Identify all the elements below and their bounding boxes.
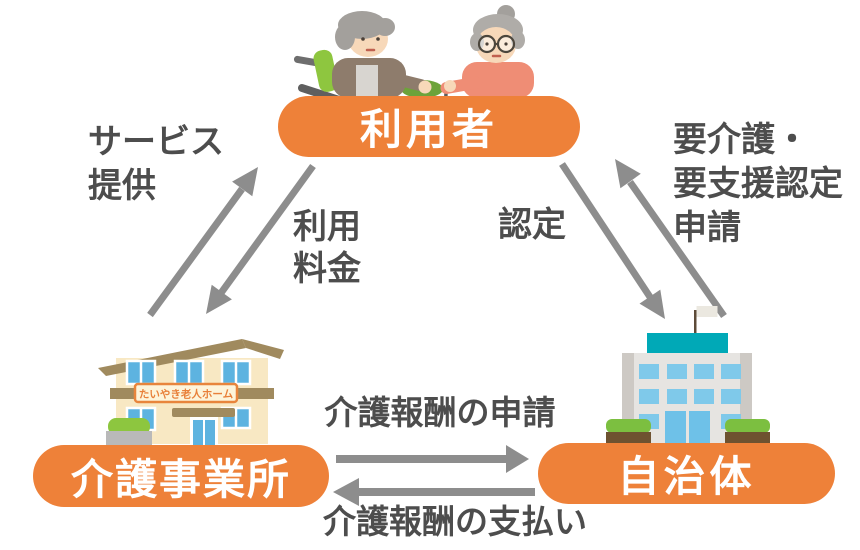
node-user: 利用者 xyxy=(278,96,580,157)
label-certification: 認定 xyxy=(498,205,566,245)
hedge-icon xyxy=(606,419,770,443)
facility-sign-text: たいやき老人ホーム xyxy=(139,388,234,401)
arrow-usage-fee xyxy=(206,163,316,314)
label-service-provision: サービス 提供 xyxy=(88,122,224,206)
flag-icon xyxy=(694,306,718,335)
government-building-illustration xyxy=(606,306,770,443)
label-care-fee-application: 介護報酬の申請 xyxy=(324,393,556,432)
node-user-label: 利用者 xyxy=(359,105,498,154)
wheelchair-person xyxy=(332,11,432,98)
facility-sign: たいやき老人ホーム xyxy=(133,382,239,404)
node-municipality-label: 自治体 xyxy=(617,452,756,501)
node-care-provider: 介護事業所 xyxy=(33,445,329,507)
label-care-fee-payment: 介護報酬の支払い xyxy=(323,502,587,541)
arrow-care-fee-payment xyxy=(333,478,535,506)
care-facility-building-illustration: たいやき老人ホーム xyxy=(98,339,284,446)
node-municipality: 自治体 xyxy=(538,443,835,504)
arrow-certification-application xyxy=(559,162,665,319)
label-certification-application: 要介護・ 要支援認定 申請 xyxy=(673,120,843,248)
door-icon xyxy=(172,408,235,446)
arrow-care-fee-application xyxy=(336,445,529,473)
label-usage-fee: 利用 料金 xyxy=(293,207,361,289)
bush-icon xyxy=(106,418,152,445)
arrow-service-provision xyxy=(147,167,258,318)
door-icon xyxy=(665,411,710,443)
arrow-certification xyxy=(615,159,727,319)
elderly-couple-illustration xyxy=(293,5,534,98)
cane-person xyxy=(440,5,534,98)
node-care-provider-label: 介護事業所 xyxy=(70,454,291,504)
